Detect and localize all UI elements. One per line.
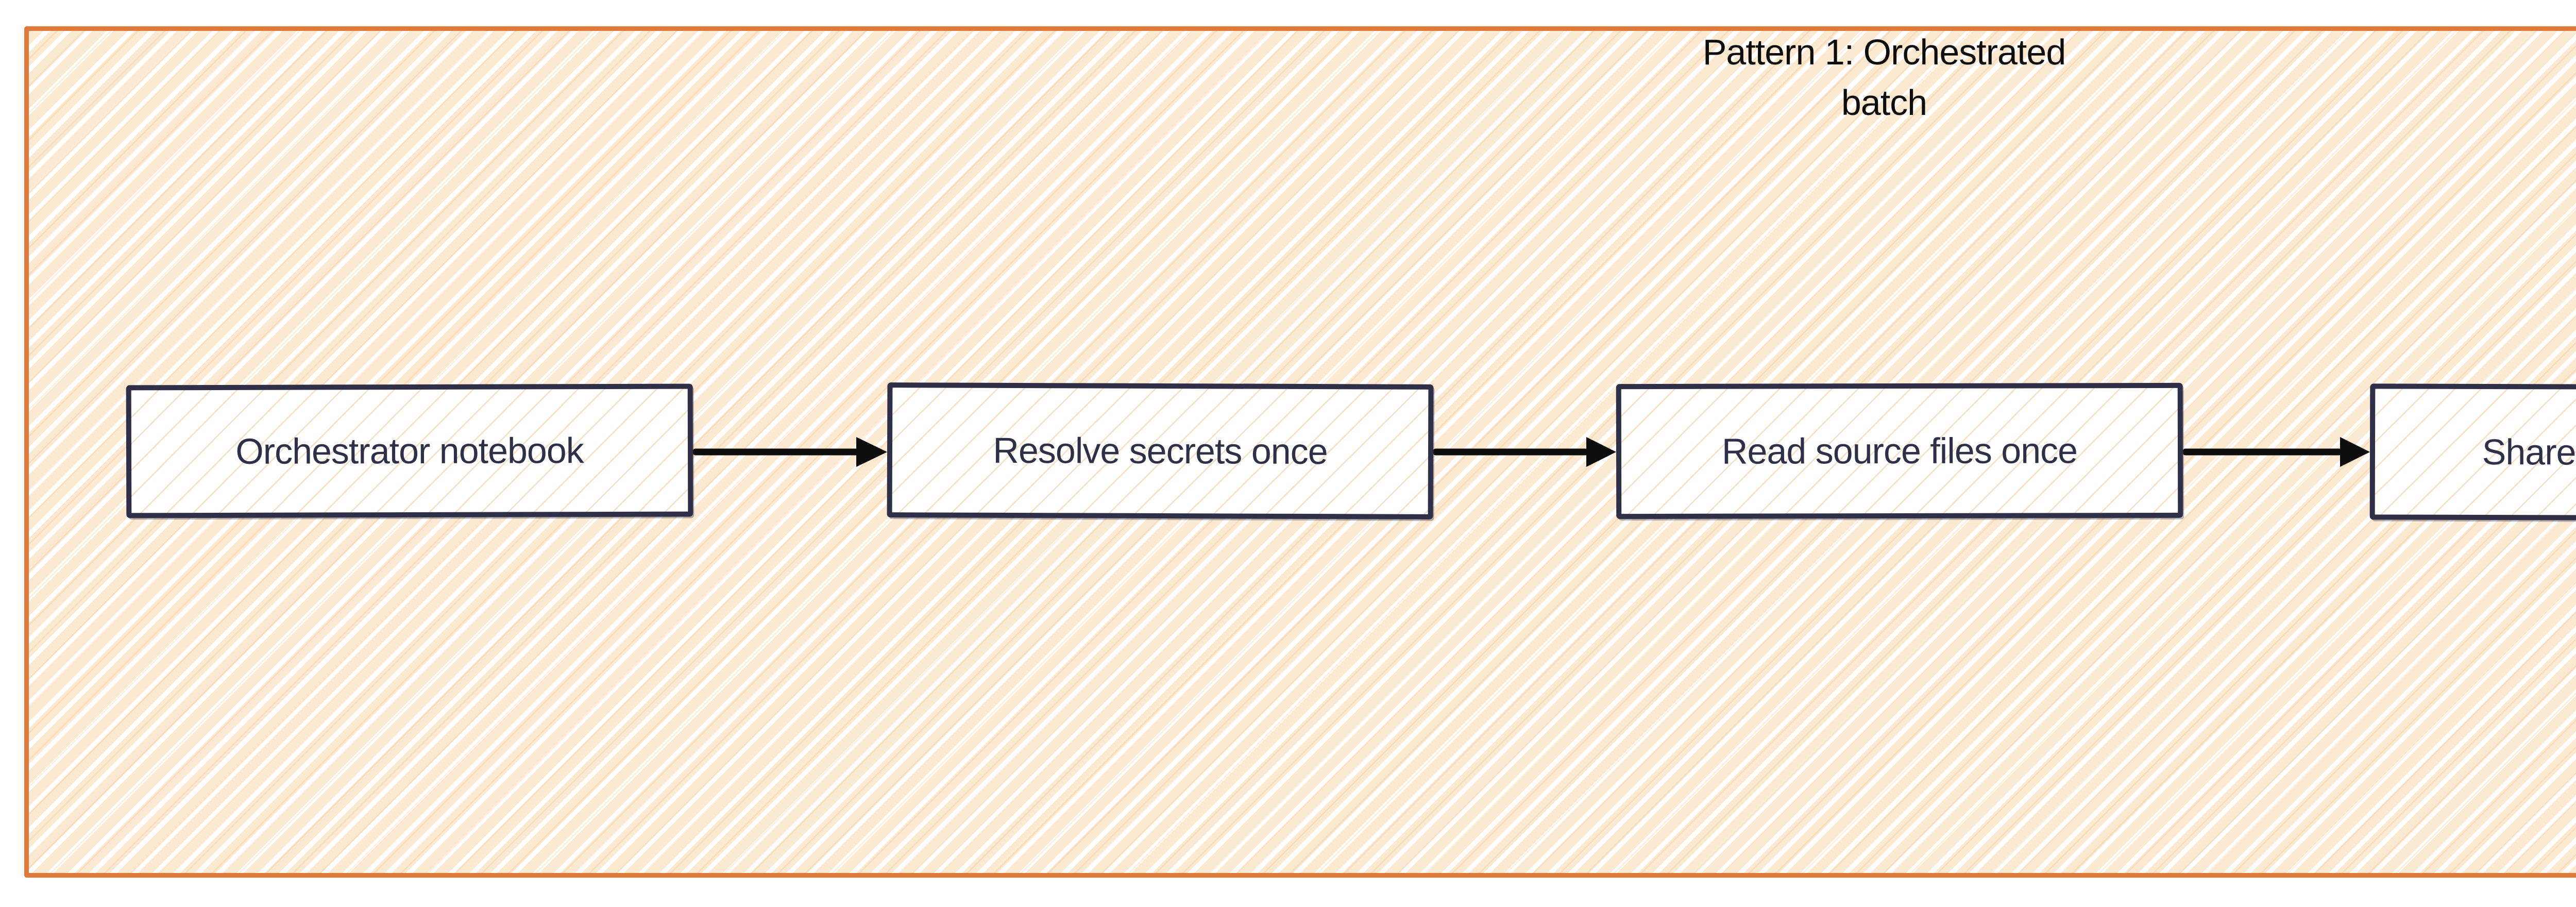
- node-read-source-files-once: Read source files once: [1616, 382, 2183, 519]
- node-shared-spark-temp-views: Shared Spark temp views: [2369, 383, 2576, 522]
- node-read-source-files-once-label: Read source files once: [1721, 430, 2078, 472]
- node-orchestrator-notebook-label: Orchestrator notebook: [235, 430, 584, 472]
- diagram-title-line1: Pattern 1: Orchestrated: [1702, 32, 2066, 72]
- node-shared-spark-temp-views-label: Shared Spark temp views: [2482, 431, 2576, 473]
- diagram-title: Pattern 1: Orchestrated batch: [0, 27, 2576, 128]
- diagram-title-line2: batch: [1841, 82, 1927, 123]
- node-resolve-secrets-once-label: Resolve secrets once: [993, 430, 1328, 472]
- node-resolve-secrets-once: Resolve secrets once: [887, 382, 1434, 519]
- node-orchestrator-notebook: Orchestrator notebook: [126, 383, 693, 518]
